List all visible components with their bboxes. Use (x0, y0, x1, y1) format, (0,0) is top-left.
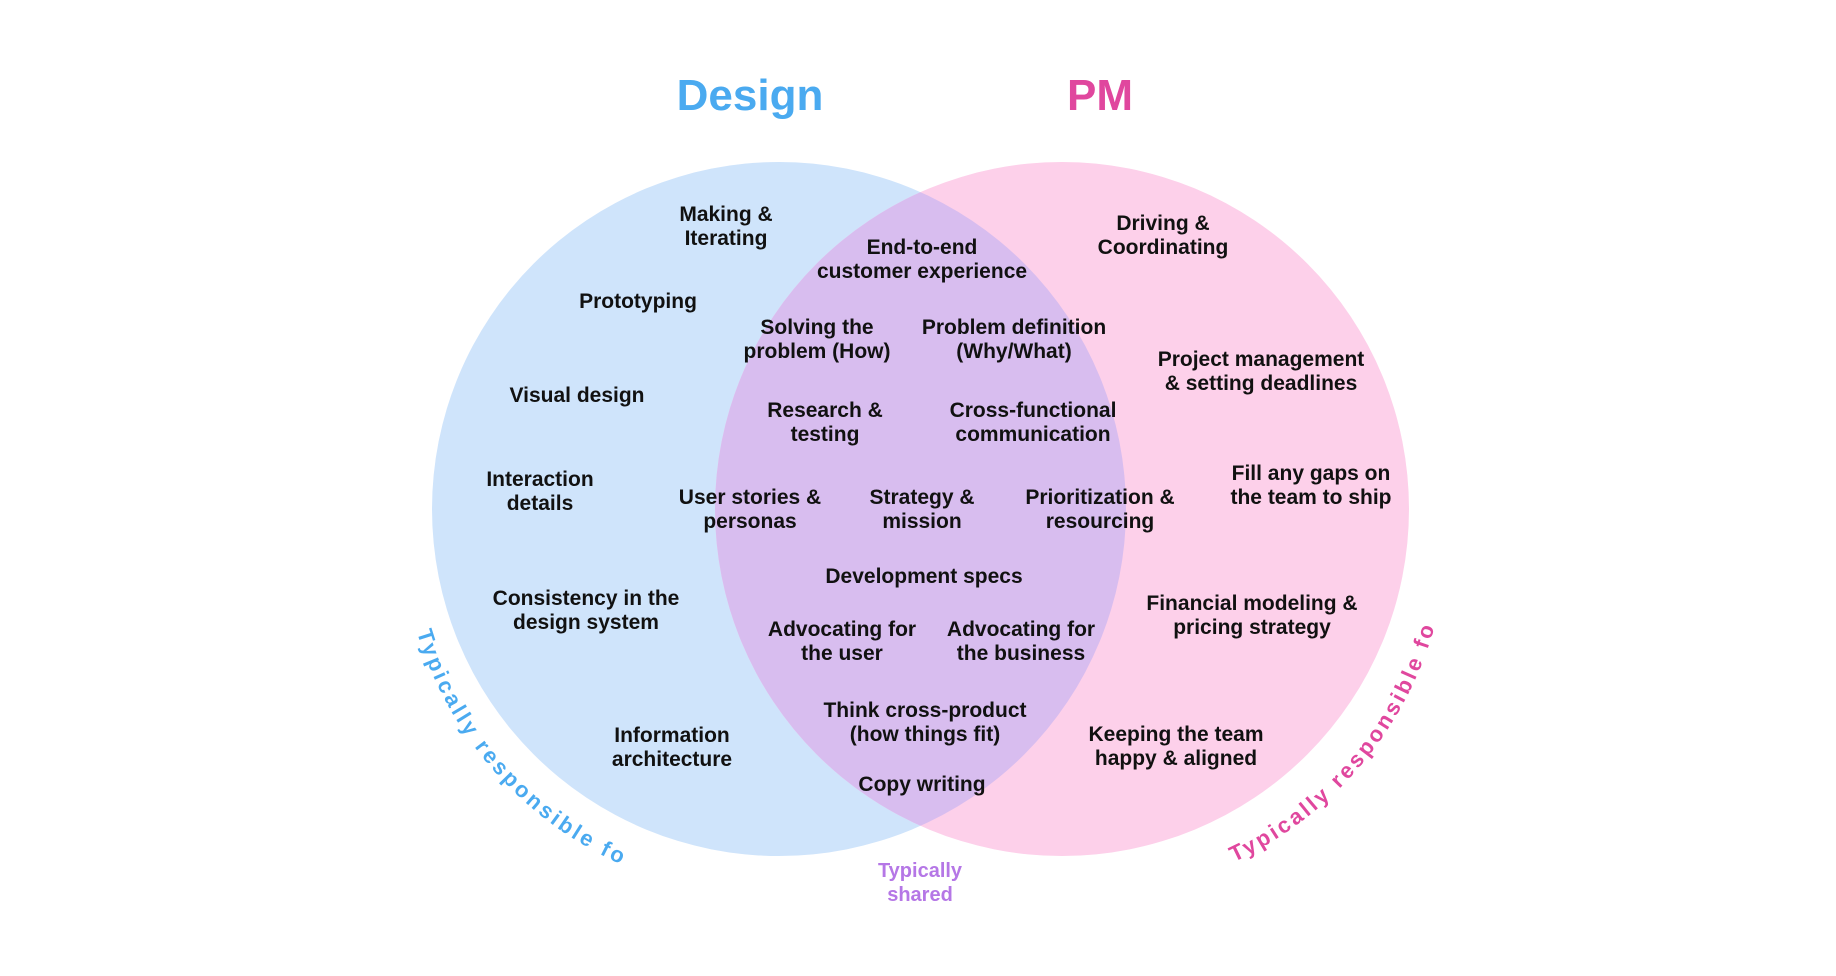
design-item-consistency: Consistency in the design system (492, 587, 680, 634)
overlap-region (715, 162, 1126, 856)
shared-item-development-specs: Development specs (825, 565, 1023, 588)
shared-item-cross-functional: Cross-functional communication (949, 399, 1117, 446)
design-title: Design (676, 71, 824, 120)
shared-item-think-cross-product: Think cross-product (how things fit) (823, 699, 1027, 746)
pm-title: PM (1067, 71, 1133, 120)
shared-caption: Typically shared (877, 860, 963, 906)
shared-item-copy-writing: Copy writing (858, 773, 986, 796)
design-item-prototyping: Prototyping (579, 290, 697, 313)
shared-item-strategy-mission: Strategy & mission (869, 486, 975, 533)
shared-item-advocating-business: Advocating for the business (946, 618, 1096, 665)
shared-item-research-testing: Research & testing (767, 399, 883, 446)
pm-item-financial-modeling: Financial modeling & pricing strategy (1146, 592, 1358, 639)
shared-item-solving-problem: Solving the problem (How) (743, 316, 891, 363)
shared-item-end-to-end: End-to-end customer experience (816, 236, 1028, 283)
pm-item-driving-coordinating: Driving & Coordinating (1097, 212, 1229, 259)
shared-item-problem-definition: Problem definition (Why/What) (921, 316, 1107, 363)
pm-item-fill-gaps: Fill any gaps on the team to ship (1230, 462, 1392, 509)
shared-item-advocating-user: Advocating for the user (767, 618, 917, 665)
design-item-information-architecture: Information architecture (611, 724, 733, 771)
pm-item-keeping-team: Keeping the team happy & aligned (1088, 723, 1264, 770)
design-item-interaction-details: Interaction details (486, 468, 594, 515)
shared-item-prioritization: Prioritization & resourcing (1025, 486, 1175, 533)
shared-item-user-stories: User stories & personas (678, 486, 822, 533)
pm-item-project-management: Project management & setting deadlines (1157, 348, 1365, 395)
design-item-visual-design: Visual design (509, 384, 645, 407)
design-item-making-iterating: Making & Iterating (679, 203, 773, 250)
